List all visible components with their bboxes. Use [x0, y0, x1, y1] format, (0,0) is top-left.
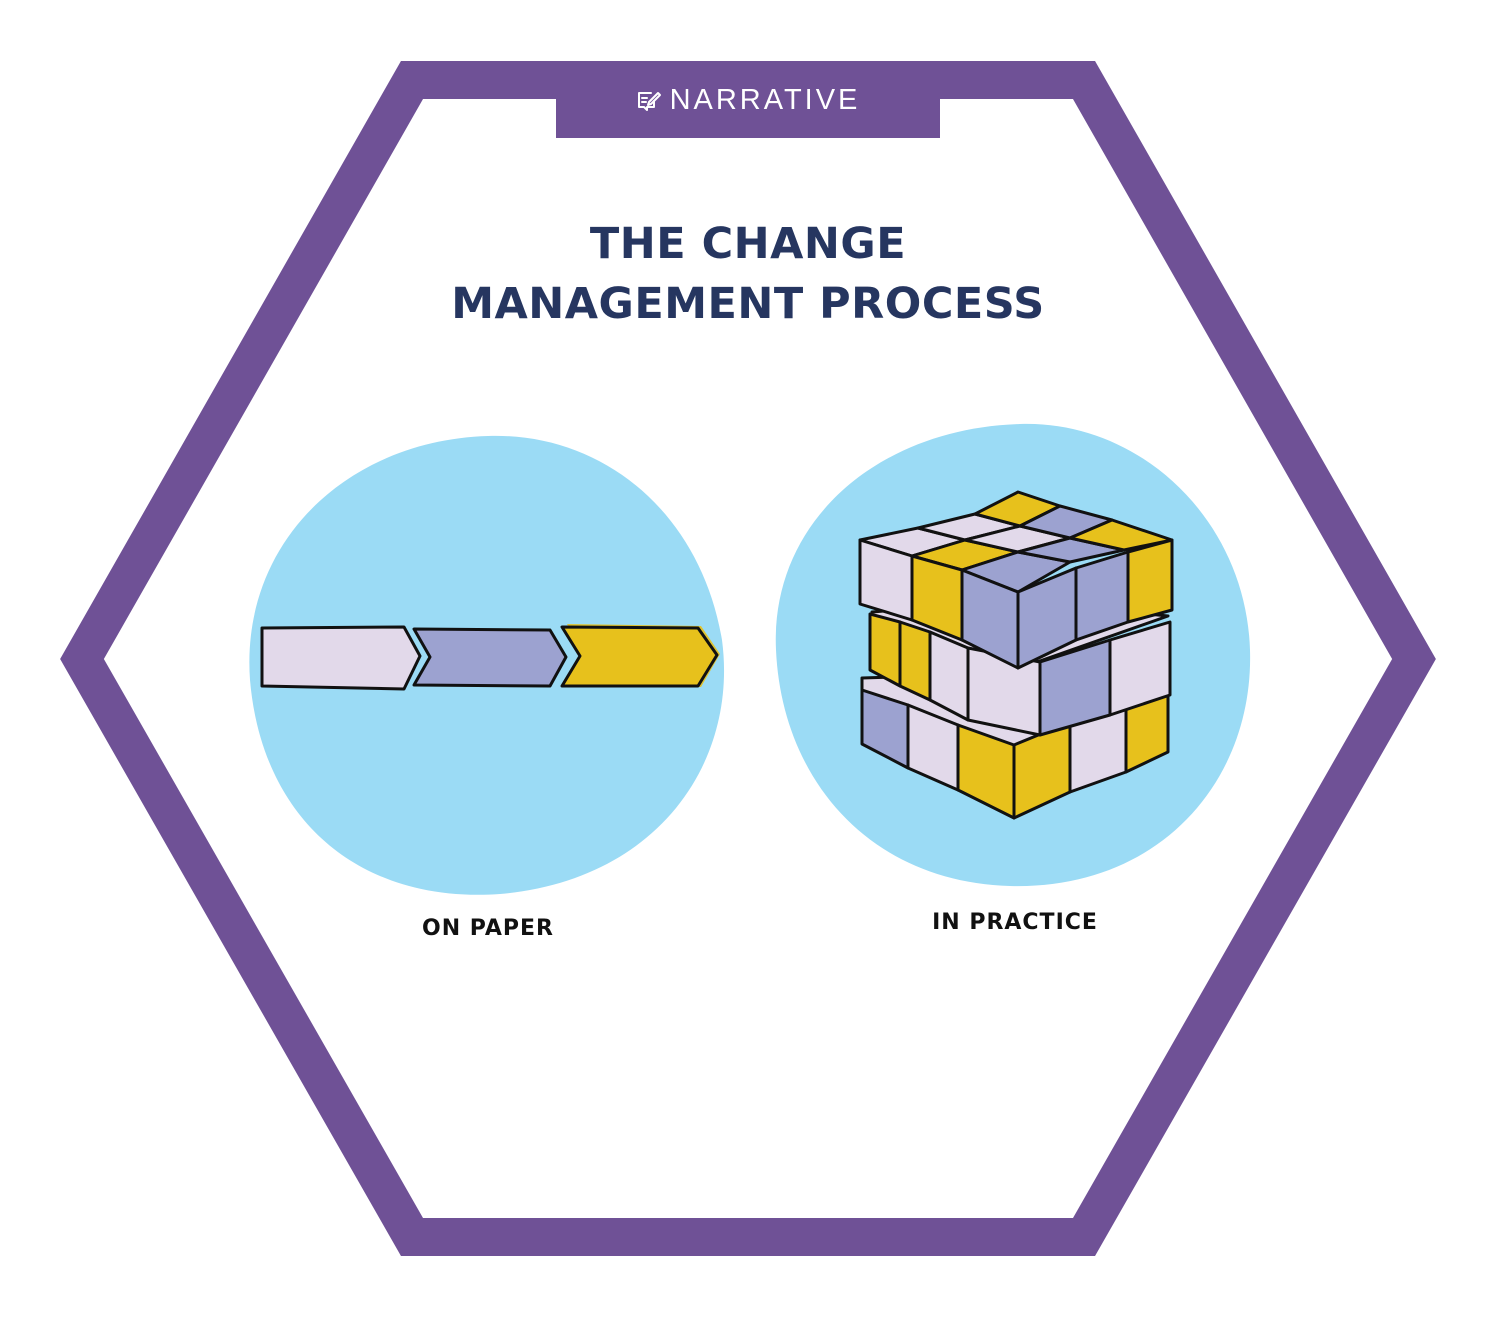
page-title: THE CHANGE MANAGEMENT PROCESS [300, 214, 1196, 334]
brand-badge: NARRATIVE [556, 61, 940, 138]
cube-layer-top [858, 490, 1174, 670]
title-line-1: THE CHANGE [589, 219, 907, 269]
arrow-step-1 [260, 625, 422, 691]
title-line-2: MANAGEMENT PROCESS [451, 279, 1045, 329]
arrow-step-3 [560, 625, 719, 688]
in-practice-illustration [775, 423, 1251, 887]
on-paper-illustration [249, 435, 725, 895]
in-practice-caption: IN PRACTICE [932, 910, 1098, 935]
hexagon-border [60, 61, 1436, 1256]
arrow-step-2 [412, 627, 568, 688]
on-paper-caption: ON PAPER [422, 916, 554, 941]
brand-name: NARRATIVE [669, 84, 861, 116]
pencil-note-icon [637, 91, 661, 111]
